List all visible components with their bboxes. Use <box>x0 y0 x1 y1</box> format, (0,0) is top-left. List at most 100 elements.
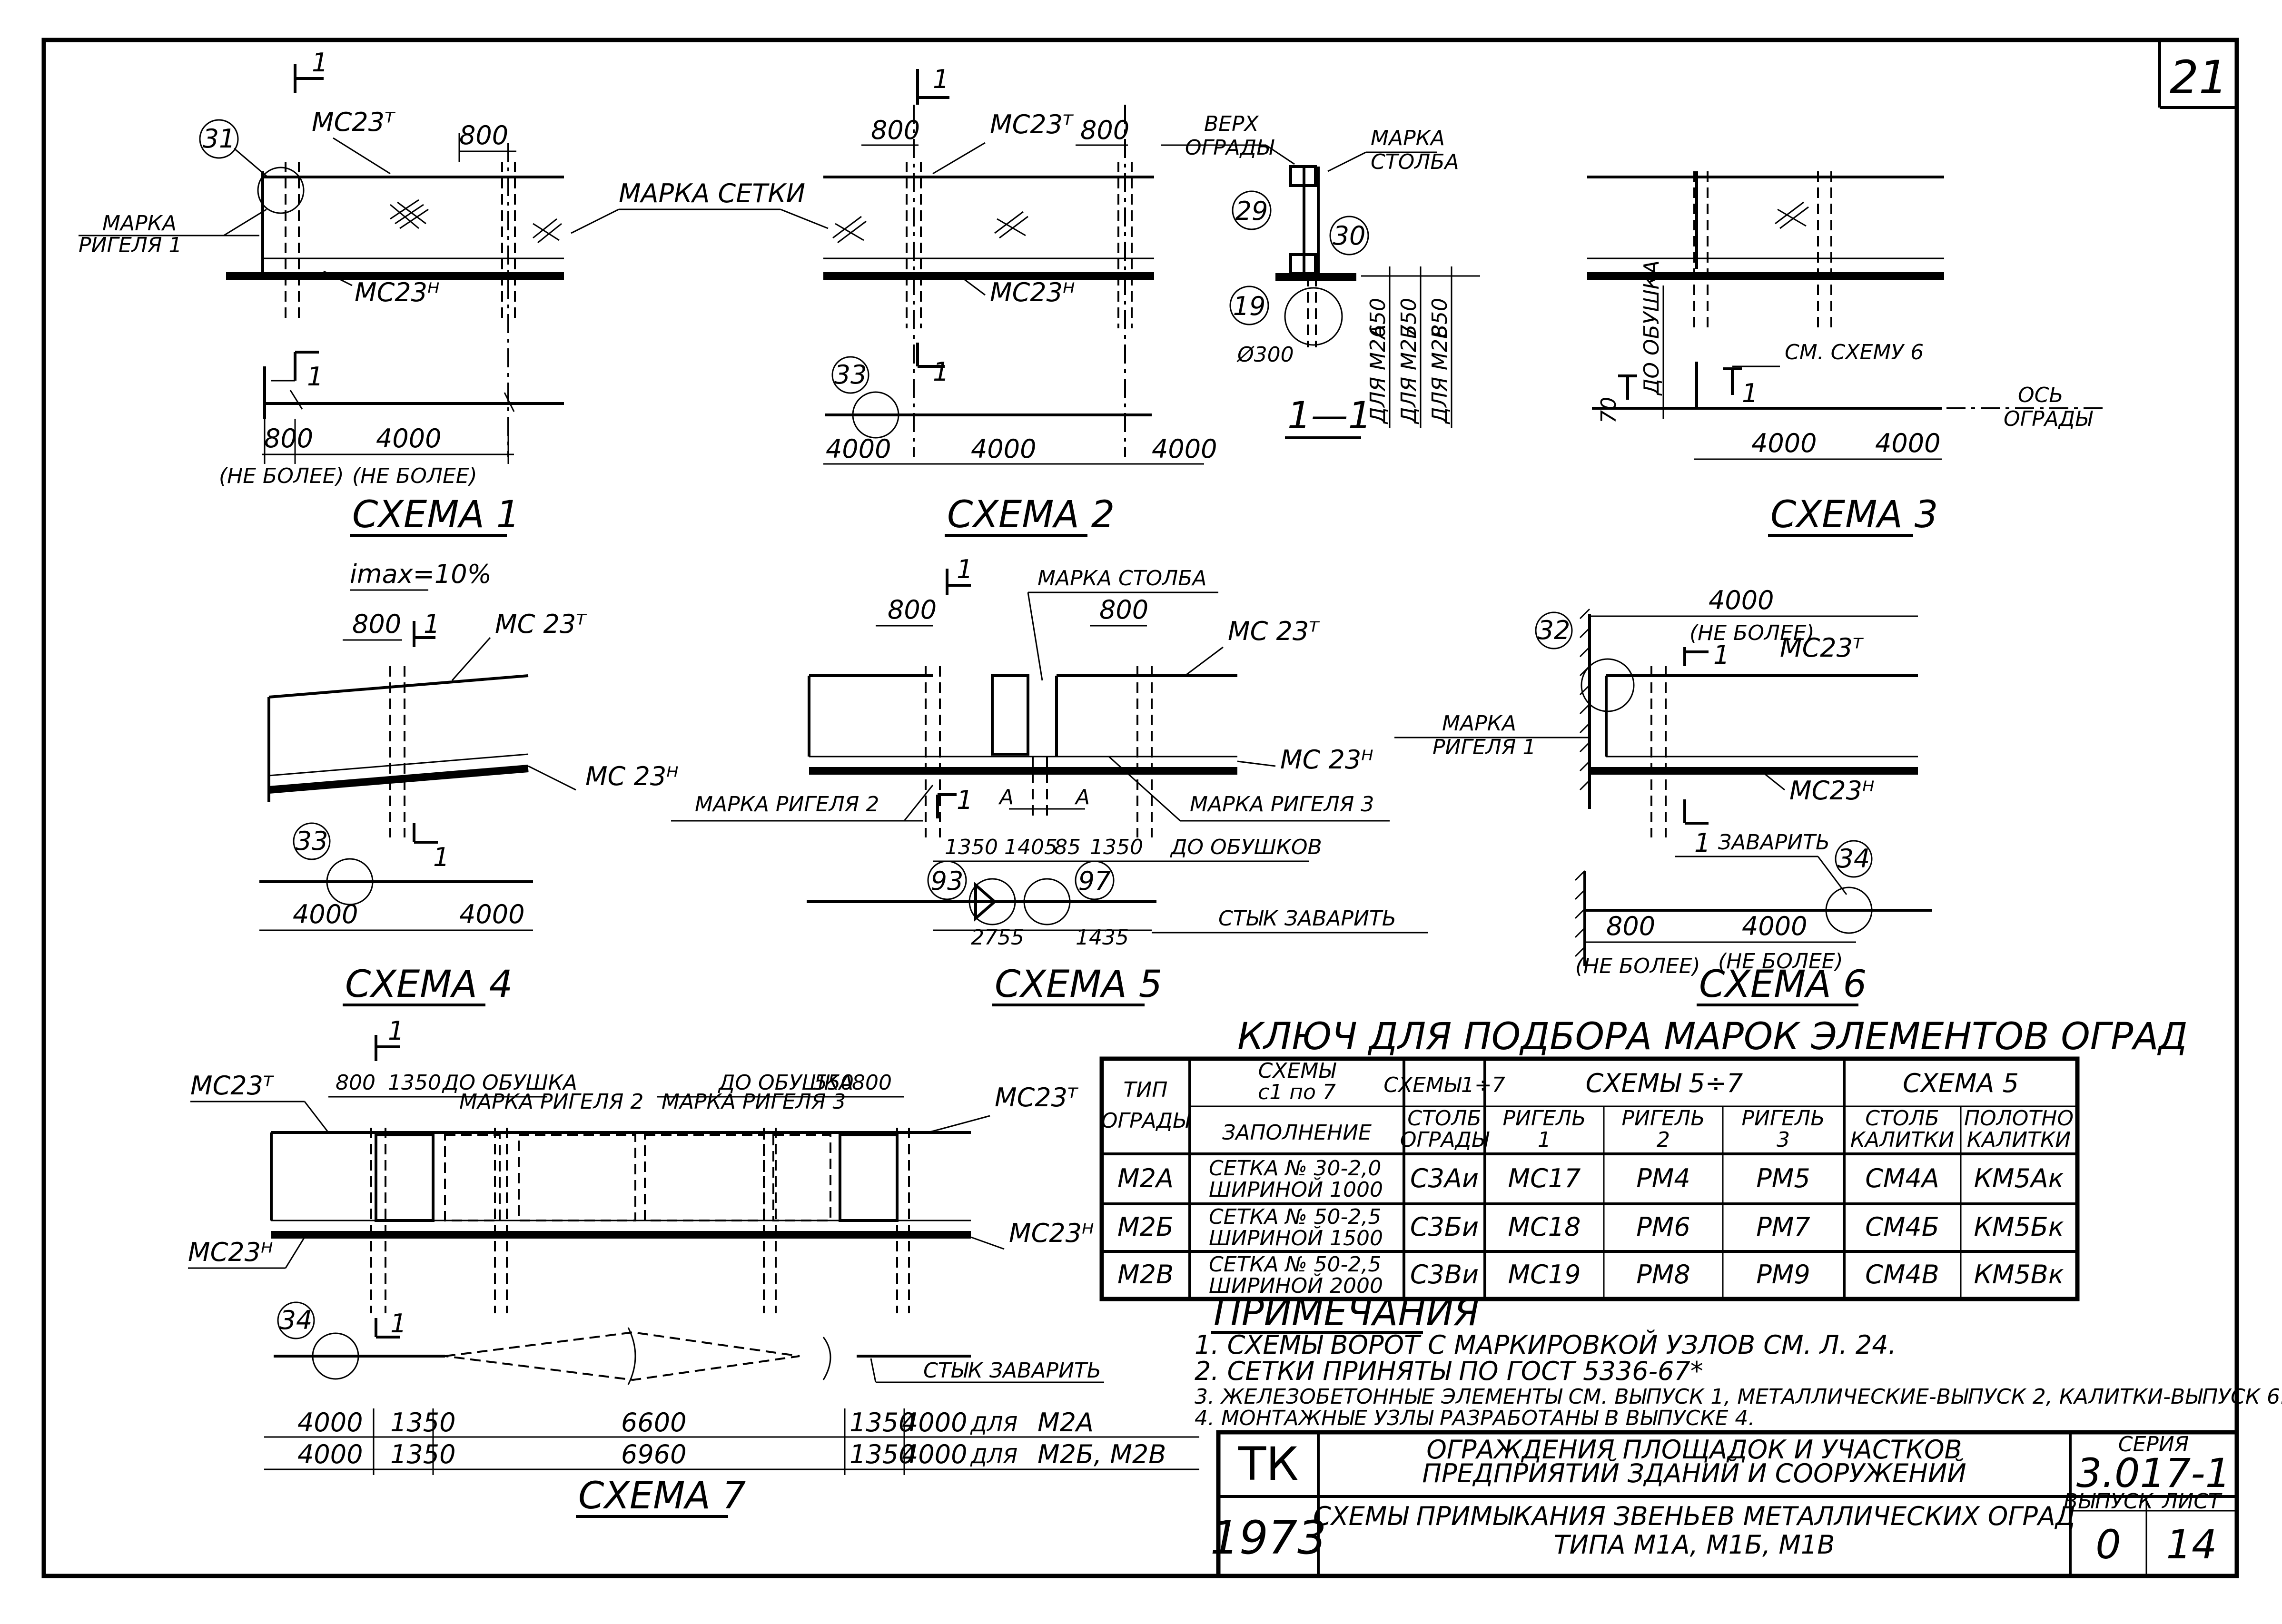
scheme-7: 1 МС23ᵀ 800 1350 ДО ОБУШКА МАРКА РИГЕЛЯ … <box>188 1016 1199 1518</box>
table-cell: ШИРИНОЙ 2000 <box>1209 1273 1383 1298</box>
scheme-title: СХЕМА 1 <box>352 493 520 536</box>
node-callout <box>1232 190 1272 230</box>
node-callout <box>1229 285 1269 325</box>
dim-label: 750 <box>1397 298 1421 338</box>
table-cell: СЕТКА № 50-2,5 <box>1209 1252 1381 1277</box>
post-mark: МС23ᵀ <box>312 107 396 137</box>
dim-note: ДЛЯ <box>970 1412 1018 1437</box>
dim-label: 4000 <box>297 1407 363 1437</box>
post-mark: МС23ᴴ <box>188 1237 273 1267</box>
column-header: 3 <box>1777 1128 1790 1152</box>
node-number: 19 <box>1233 291 1266 321</box>
mesh-label: МАРКА СЕТКИ <box>619 178 805 208</box>
dim-label: 800 <box>1099 595 1148 625</box>
table-row: М2В СЕТКА № 50-2,5 ШИРИНОЙ 2000 С3Ви МС1… <box>1117 1252 2064 1298</box>
label: ВЕРХ <box>1204 112 1259 136</box>
column-header: КАЛИТКИ <box>1850 1128 1954 1152</box>
label: МАРКА СТОЛБА <box>1037 566 1207 591</box>
table-cell: СЕТКА № 30-2,0 <box>1209 1156 1381 1181</box>
node-circle <box>326 858 374 906</box>
dim-label: 1350 <box>388 1071 441 1095</box>
table-cell: РМ6 <box>1636 1212 1690 1242</box>
table-cell: СМ4А <box>1865 1163 1939 1193</box>
dim-note: ДО ОБУШКА <box>442 1071 577 1095</box>
node-circle <box>1825 886 1873 934</box>
column-header: СХЕМА 5 <box>1903 1068 2019 1098</box>
sheet-frame <box>41 38 2239 1578</box>
node-callout <box>277 1301 315 1339</box>
dim-label: 650 <box>1366 298 1390 338</box>
slope-label: imax=10% <box>350 559 492 589</box>
org-code: ТК <box>1238 1437 1299 1491</box>
dim-label: 4000 <box>971 434 1036 464</box>
column-header: 1 <box>1538 1128 1551 1152</box>
dim-note: (НЕ БОЛЕЕ) <box>1575 954 1700 978</box>
column-header: СТОЛБ <box>1865 1106 1939 1131</box>
table-cell: РМ7 <box>1756 1212 1810 1242</box>
post-mark: МС23ᴴ <box>1789 776 1875 806</box>
sheet-title: ОГРАЖДЕНИЯ ПЛОЩАДОК И УЧАСТКОВ <box>1426 1435 1962 1465</box>
sheet-title: ПРЕДПРИЯТИЙ ЗДАНИЙ И СООРУЖЕНИЙ <box>1422 1458 1966 1488</box>
dim-label: 85 <box>1054 835 1081 859</box>
section-mark: 1 <box>957 554 973 584</box>
dim-label: 6600 <box>621 1407 686 1437</box>
label: ОСЬ <box>2018 383 2064 407</box>
dim-label: 1435 <box>1076 925 1129 950</box>
node-number: 29 <box>1235 196 1268 226</box>
scheme-5: МАРКА СТОЛБА 800 1 800 МС 23ᵀ МС 23ᴴ МАР… <box>671 554 1428 1006</box>
scheme-title: СХЕМА 7 <box>578 1475 746 1517</box>
dim-note: (НЕ БОЛЕЕ) <box>1718 949 1843 974</box>
scheme-3: ДО ОБУШКА 1 СМ. СХЕМУ 6 70 ОСЬ ОГРАДЫ 40… <box>1587 171 2104 537</box>
node-number: 97 <box>1078 866 1111 896</box>
dim-label: 4000 <box>1742 911 1807 941</box>
node-number: 32 <box>1538 615 1571 645</box>
dim-label: 70 <box>1597 397 1621 423</box>
dim-label: 4000 <box>1709 585 1774 615</box>
dim-label: 800 <box>1606 911 1655 941</box>
scheme-title: СХЕМА 4 <box>345 963 513 1006</box>
dim-label: 800 <box>459 120 508 150</box>
column-header: 2 <box>1657 1128 1670 1152</box>
dim-note: (НЕ БОЛЕЕ) <box>1689 621 1815 645</box>
dim-label: 550 <box>814 1071 854 1095</box>
key-table: КЛЮЧ ДЛЯ ПОДБОРА МАРОК ЭЛЕМЕНТОВ ОГРАД Т… <box>1099 1015 2188 1301</box>
dim-note: ДО ОБУШКОВ <box>1170 835 1322 859</box>
post-mark: МС23ᵀ <box>1780 633 1864 663</box>
section-mark: 1 <box>307 362 323 392</box>
section-mark: 1 <box>312 48 328 78</box>
table-row: М2А СЕТКА № 30-2,0 ШИРИНОЙ 1000 С3Аи МС1… <box>1117 1156 2064 1202</box>
section-mark: 1 <box>424 609 440 639</box>
table-cell: С3Аи <box>1410 1163 1479 1193</box>
dim-label: 800 <box>852 1071 892 1095</box>
label: МАРКА <box>1442 711 1516 736</box>
dim-label: 800 <box>888 595 937 625</box>
dim-note: ДЛЯ М2А <box>1366 325 1390 424</box>
dim-label: 1350 <box>1090 835 1143 859</box>
post-mark: МС23ᵀ <box>190 1071 275 1101</box>
scheme-6: 32 4000 (НЕ БОЛЕЕ) МС23ᵀ 1 МАРКА РИГЕЛЯ … <box>1394 585 1932 1006</box>
issue-number: 0 <box>2095 1521 2121 1568</box>
series-label: СЕРИЯ <box>2118 1432 2189 1457</box>
table-cell: РМ5 <box>1756 1163 1810 1193</box>
node-circle <box>312 1332 359 1380</box>
column-header: СТОЛБ <box>1407 1106 1482 1131</box>
column-header: РИГЕЛЬ <box>1621 1106 1705 1131</box>
node-number: 30 <box>1333 221 1366 251</box>
label: ОГРАДЫ <box>1185 136 1274 160</box>
column-header: ТИП <box>1124 1078 1168 1102</box>
dim-label: 4000 <box>902 1407 967 1437</box>
table-cell: СЕТКА № 50-2,5 <box>1209 1205 1381 1229</box>
node-callout <box>1835 840 1873 878</box>
dim-label: 1350 <box>390 1407 455 1437</box>
dim-label: 4000 <box>459 899 524 929</box>
mesh-hatch <box>390 199 562 244</box>
mesh-hatch <box>1775 201 1809 229</box>
section-1-1: ВЕРХ ОГРАДЫ МАРКА СТОЛБА 29 30 19 Ø300 6… <box>1161 112 1480 439</box>
label: МАРКА <box>102 211 177 236</box>
section-mark: 1 <box>933 357 949 387</box>
node-circle <box>1023 878 1071 925</box>
dim-label: 4000 <box>293 899 358 929</box>
scheme-title: СХЕМА 5 <box>995 963 1162 1006</box>
scheme-title: СХЕМА 3 <box>1770 493 1938 536</box>
